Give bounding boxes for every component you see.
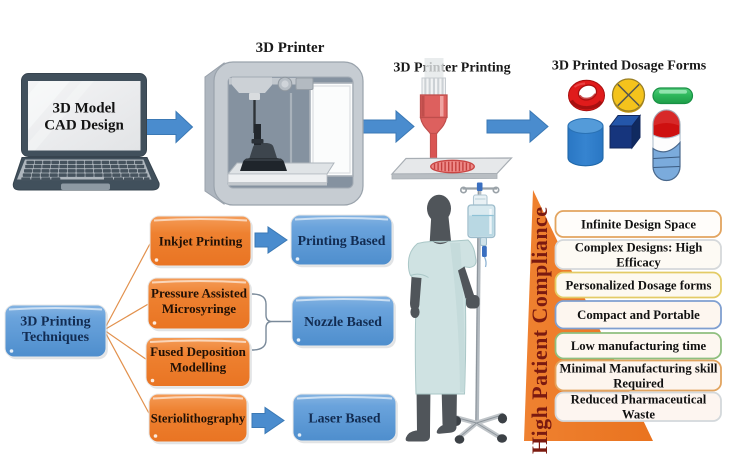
svg-text:Minimal Manufacturing skill: Minimal Manufacturing skill	[560, 361, 718, 375]
svg-text:Nozzle Based: Nozzle Based	[304, 314, 382, 329]
svg-text:Pressure Assisted: Pressure Assisted	[151, 285, 248, 300]
svg-text:Personalized Dosage forms: Personalized Dosage forms	[566, 278, 712, 292]
svg-text:Waste: Waste	[622, 408, 655, 422]
svg-text:Reduced Pharmaceutical: Reduced Pharmaceutical	[571, 393, 707, 407]
svg-text:3D Printer Printing: 3D Printer Printing	[393, 61, 510, 76]
svg-text:CAD Design: CAD Design	[44, 118, 124, 134]
svg-text:3D Model: 3D Model	[53, 101, 116, 117]
svg-text:Efficacy: Efficacy	[616, 255, 661, 269]
svg-text:Required: Required	[613, 376, 664, 390]
svg-text:Infinite Design Space: Infinite Design Space	[581, 217, 696, 231]
svg-text:Laser Based: Laser Based	[308, 410, 381, 425]
svg-text:Microsyringe: Microsyringe	[162, 301, 236, 316]
svg-text:Modelling: Modelling	[170, 359, 227, 374]
svg-text:Compact and Portable: Compact and Portable	[577, 308, 700, 322]
svg-text:Steriolithography: Steriolithography	[151, 411, 246, 425]
svg-text:Complex Designs: High: Complex Designs: High	[575, 240, 703, 254]
svg-text:3D Printing: 3D Printing	[20, 315, 90, 330]
svg-text:3D Printed Dosage Forms: 3D Printed Dosage Forms	[552, 59, 707, 74]
svg-text:Printing Based: Printing Based	[298, 233, 386, 248]
svg-text:High Patient Compliance: High Patient Compliance	[527, 207, 552, 454]
svg-text:Techniques: Techniques	[22, 330, 90, 345]
svg-text:Fused Deposition: Fused Deposition	[150, 344, 246, 359]
svg-text:Inkjet Printing: Inkjet Printing	[159, 234, 243, 249]
svg-text:3D Printer: 3D Printer	[256, 40, 325, 56]
svg-text:Low manufacturing time: Low manufacturing time	[571, 339, 707, 353]
